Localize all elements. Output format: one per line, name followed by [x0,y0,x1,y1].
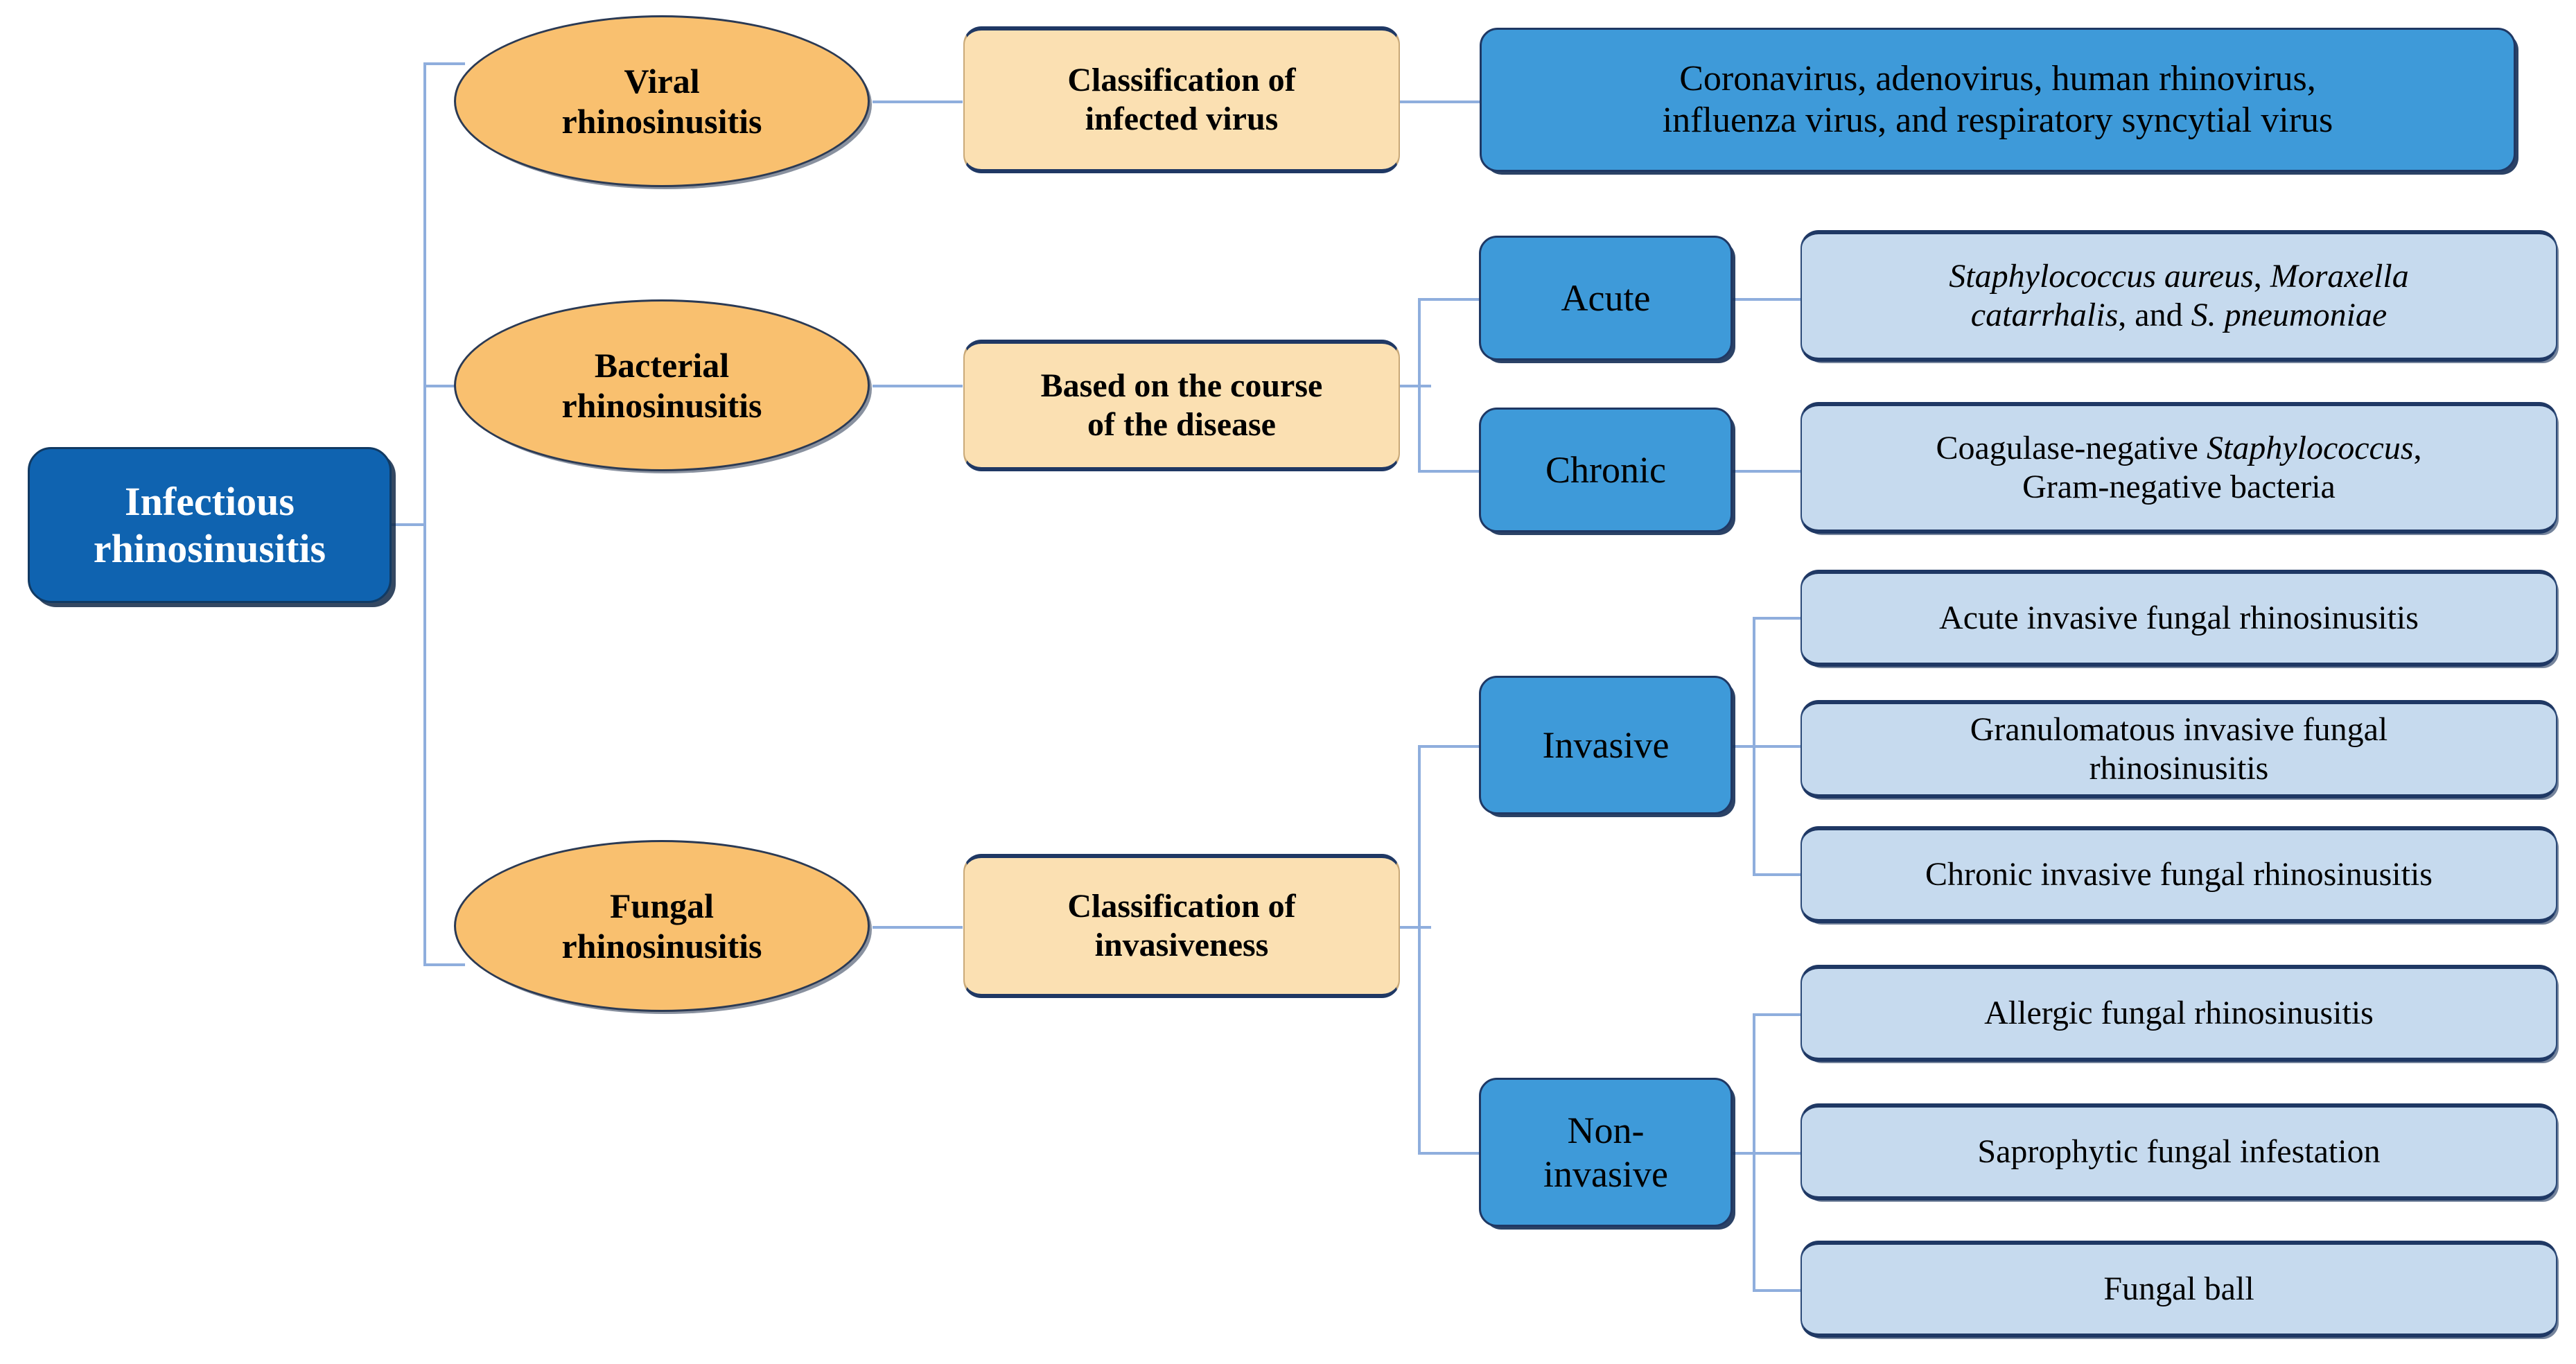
connector-chronic-to-detail [1733,470,1800,473]
connector-bacterial-to-criterion [873,385,963,387]
connector-fungal-to-criterion [873,926,963,929]
node-bacterial-chronic[interactable]: Chronic [1479,408,1733,532]
node-bacterial-chronic-detail[interactable]: Coagulase-negative Staphylococcus,Gram-n… [1800,402,2557,534]
connector-main-spine [423,62,426,965]
connector-bracket-to-acute [1418,298,1479,301]
connector-fungal-bracket [1418,745,1421,1153]
node-allergic-fungal[interactable]: Allergic fungal rhinosinusitis [1800,965,2557,1062]
connector-bracket-to-invasive [1418,745,1479,748]
node-bacterial-acute[interactable]: Acute [1479,236,1733,360]
connector-viral-criterion-to-agents [1400,100,1480,103]
connector-noninvasive-leaf-1 [1753,1013,1801,1016]
node-fungal-non-invasive[interactable]: Non-invasive [1479,1078,1733,1227]
chronic-invasive-fungal-label: Chronic invasive fungal rhinosinusitis [1925,856,2433,893]
connector-spine-fungal [423,963,465,966]
connector-noninvasive-leaf-3 [1753,1289,1801,1292]
bacterial-chronic-detail-label: Coagulase-negative Staphylococcus,Gram-n… [1936,430,2422,505]
connector-invasive-leaf-2 [1753,745,1801,748]
connector-invasive-leaf-1 [1753,617,1801,620]
node-saprophytic-fungal[interactable]: Saprophytic fungal infestation [1800,1103,2557,1200]
node-fungal-ball[interactable]: Fungal ball [1800,1241,2557,1338]
bacterial-chronic-label: Chronic [1545,448,1666,491]
connector-noninvasive-leaf-2 [1753,1152,1801,1155]
acute-invasive-fungal-label: Acute invasive fungal rhinosinusitis [1939,600,2419,637]
fungal-ball-label: Fungal ball [2103,1270,2254,1308]
connector-viral-to-criterion [873,100,963,103]
node-fungal-invasive[interactable]: Invasive [1479,676,1733,814]
connector-noninvasive-stub [1733,1152,1766,1155]
fungal-non-invasive-label: Non-invasive [1543,1109,1668,1195]
bacterial-acute-label: Acute [1561,277,1651,319]
allergic-fungal-label: Allergic fungal rhinosinusitis [1984,995,2374,1032]
node-acute-invasive-fungal[interactable]: Acute invasive fungal rhinosinusitis [1800,570,2557,667]
connector-acute-to-detail [1733,298,1800,301]
node-chronic-invasive-fungal[interactable]: Chronic invasive fungal rhinosinusitis [1800,826,2557,923]
connector-bacterial-criterion-stub [1400,385,1431,387]
connector-bracket-to-noninvasive [1418,1152,1479,1155]
connector-bacterial-bracket [1418,298,1421,471]
connector-root-stub [392,523,426,526]
saprophytic-fungal-label: Saprophytic fungal infestation [1977,1133,2381,1171]
node-viral-agents[interactable]: Coronavirus, adenovirus, human rhinoviru… [1480,28,2516,172]
connector-fungal-criterion-stub [1400,926,1431,929]
connector-spine-bacterial [423,385,465,387]
connector-bracket-to-chronic [1418,470,1479,473]
viral-agents-label: Coronavirus, adenovirus, human rhinoviru… [1662,58,2333,140]
connector-spine-viral [423,62,465,65]
fungal-invasive-label: Invasive [1542,724,1670,766]
connector-invasive-leaf-3 [1753,873,1801,876]
connector-invasive-stub [1733,745,1766,748]
